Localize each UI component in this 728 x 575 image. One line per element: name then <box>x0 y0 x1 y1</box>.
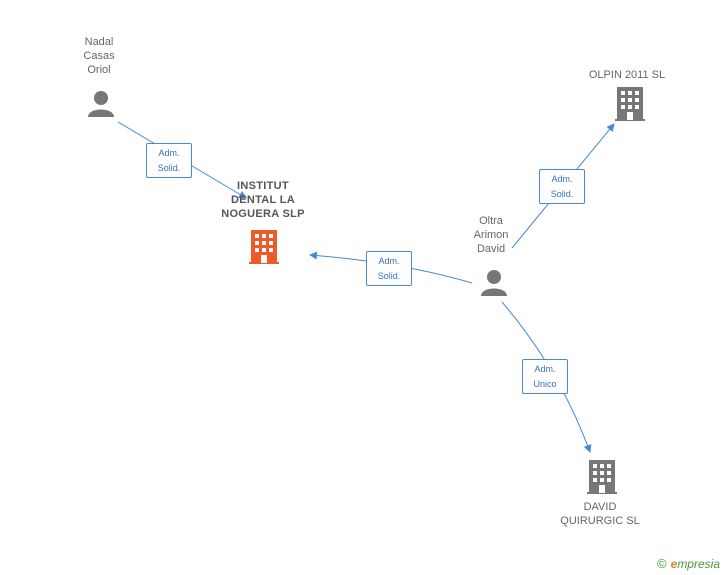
building-icon[interactable] <box>615 87 645 121</box>
edge-label-line: Adm. <box>158 148 180 158</box>
person-icon[interactable] <box>481 270 507 296</box>
edge-label-line: Adm. <box>534 364 556 374</box>
copyright-icon: © <box>657 556 667 571</box>
node-label-line: Oltra <box>479 215 503 227</box>
node-label-line: DENTAL LA <box>230 194 295 206</box>
node-label-david[interactable]: DAVID QUIRURGIC SL <box>548 500 652 528</box>
edge-label-line: Solid. <box>377 271 401 281</box>
node-label-olpin[interactable]: OLPIN 2011 SL <box>570 68 684 82</box>
node-label-line: Casas <box>83 50 115 62</box>
node-label-institut[interactable]: INSTITUT DENTAL LA NOGUERA SLP <box>200 179 326 221</box>
node-label-line: INSTITUT <box>237 180 289 192</box>
node-label-line: David <box>476 243 506 255</box>
node-label-line: OLPIN 2011 SL <box>588 69 666 81</box>
edge-label-line: Adm. <box>378 256 400 266</box>
person-icon[interactable] <box>88 91 114 117</box>
edge-label-oltra-olpin[interactable]: Adm. Solid. <box>539 169 585 204</box>
edge-label-nadal-institut[interactable]: Adm. Solid. <box>146 143 192 178</box>
edge-label-oltra-david[interactable]: Adm. Unico <box>522 359 568 394</box>
edge-label-line: Unico <box>533 379 557 389</box>
brand-initial: e <box>670 557 678 571</box>
node-label-oltra[interactable]: Oltra Arimon David <box>460 214 522 256</box>
node-label-nadal[interactable]: Nadal Casas Oriol <box>68 35 130 77</box>
node-label-line: QUIRURGIC SL <box>560 515 640 527</box>
node-label-line: NOGUERA SLP <box>221 208 305 220</box>
brand-name: mpresia <box>677 557 720 571</box>
edge-label-oltra-institut[interactable]: Adm. Solid. <box>366 251 412 286</box>
empresia-logo[interactable]: ©empresia <box>657 556 720 571</box>
edge-label-line: Adm. <box>551 174 573 184</box>
edge-label-line: Solid. <box>550 189 574 199</box>
building-icon[interactable] <box>587 460 617 494</box>
node-label-line: Oriol <box>87 64 111 76</box>
node-label-line: Nadal <box>84 36 114 48</box>
node-label-line: Arimon <box>473 229 509 241</box>
node-label-line: DAVID <box>583 501 617 513</box>
building-icon[interactable] <box>249 230 279 264</box>
edge-label-line: Solid. <box>157 163 181 173</box>
